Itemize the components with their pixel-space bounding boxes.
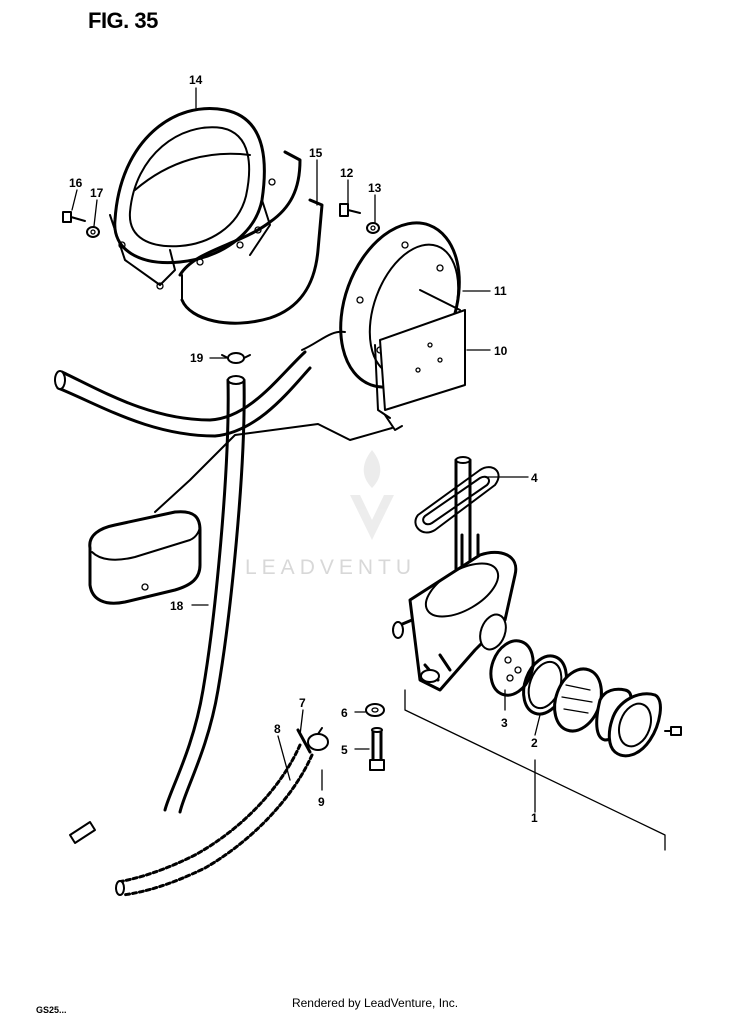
callout-17: 17	[90, 186, 104, 200]
part-16-screw	[62, 211, 86, 223]
callout-5: 5	[341, 743, 348, 757]
part-1-fuel-cock-body	[392, 456, 518, 692]
callout-1: 1	[531, 811, 538, 825]
callout-15: 15	[309, 146, 323, 160]
callout-8: 8	[274, 722, 281, 736]
watermark-logo-icon	[350, 450, 394, 540]
part-3-filter-disc	[489, 639, 535, 697]
breather-tube	[54, 350, 312, 438]
part-8-corrugated-tube	[115, 743, 314, 897]
part-13-washer	[366, 222, 380, 234]
cover-screw	[664, 726, 682, 736]
part-15-seal-band	[118, 150, 324, 325]
callout-16: 16	[69, 176, 83, 190]
cover-plate	[607, 692, 662, 758]
callout-18: 18	[170, 599, 184, 613]
callout-10: 10	[494, 344, 508, 358]
leader-lines	[71, 87, 541, 791]
front-arrow-icon	[69, 821, 96, 844]
callout-3: 3	[501, 716, 508, 730]
callout-4: 4	[531, 471, 538, 485]
callout-7: 7	[299, 696, 306, 710]
callout-19: 19	[190, 351, 204, 365]
callout-11: 11	[494, 284, 507, 298]
part-14-ring-gasket	[109, 107, 271, 286]
float-arm-wire	[154, 423, 393, 513]
callout-12: 12	[340, 166, 354, 180]
part-6-washer	[365, 703, 385, 717]
callout-6: 6	[341, 706, 348, 720]
callout-13: 13	[368, 181, 382, 195]
part-17-washer	[86, 226, 100, 238]
fuel-float	[88, 510, 202, 605]
callout-9: 9	[318, 795, 325, 809]
figure-title: FIG. 35	[88, 8, 158, 33]
part-9-hose-clamp	[307, 727, 329, 751]
part-12-screw	[339, 203, 361, 217]
sender-lead-wire	[301, 330, 346, 351]
watermark-text: LEADVENTU	[245, 556, 417, 579]
assembly-bracket	[404, 689, 666, 851]
corner-code: GS25...	[36, 1005, 67, 1015]
part-18-fuel-hose	[163, 375, 246, 814]
callout-2: 2	[531, 736, 538, 750]
footer-credit: Rendered by LeadVenture, Inc.	[291, 996, 459, 1010]
part-5-bolt	[369, 727, 385, 771]
part-10-fuel-sender-unit	[374, 289, 466, 431]
callout-14: 14	[189, 73, 203, 87]
